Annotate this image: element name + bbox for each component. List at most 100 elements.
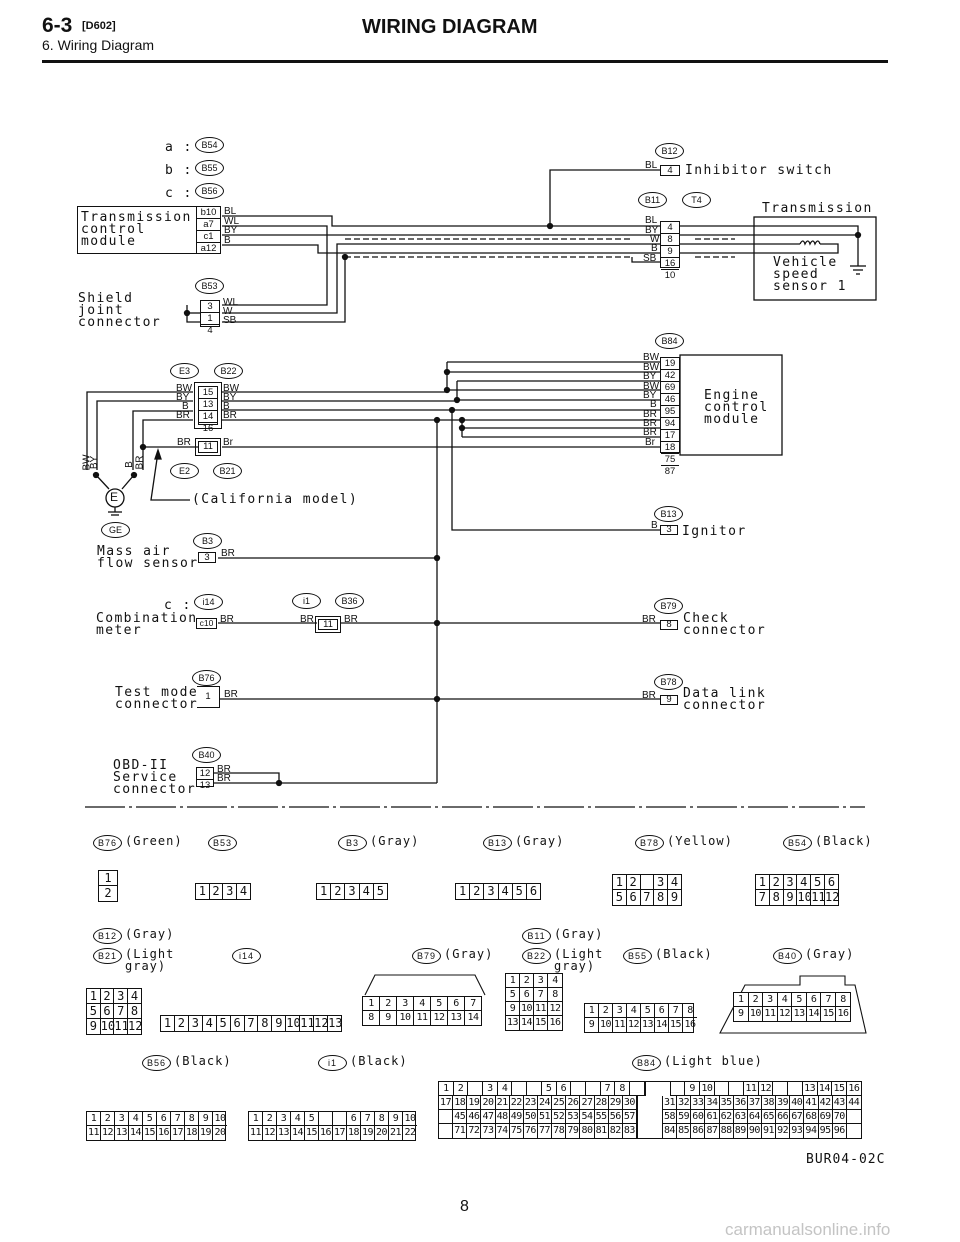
connector-pin [714, 1082, 730, 1096]
connector-pin: 10 [749, 1007, 764, 1021]
connector-pin: 3 [654, 875, 668, 890]
connector-ref: T4 [682, 192, 711, 208]
connector-pin: 2 [175, 1016, 189, 1031]
connector-pin: 7 [756, 890, 770, 905]
watermark: carmanualsonline.info [725, 1220, 891, 1239]
connector-pin: 75 [510, 1124, 524, 1138]
connector-pin: 6 [627, 890, 641, 905]
pin: 18 [661, 442, 679, 454]
connector-pin: 9 [784, 890, 798, 905]
connector-color: (Gray) [554, 927, 604, 941]
connector-pin: 14 [129, 1126, 143, 1140]
pin: 14 [199, 411, 217, 423]
section-subtitle: 6. Wiring Diagram [42, 37, 155, 53]
connector-pin: 11 [300, 1016, 315, 1031]
pin: 16 [661, 258, 679, 270]
pin: 17 [661, 430, 679, 442]
connector-gap [636, 1110, 663, 1124]
pin: c1 [197, 231, 220, 243]
legend-title: B22(Light gray) [522, 948, 614, 972]
speed-sensor-label: sensor 1 [773, 279, 847, 294]
connector-pin: 2 [380, 997, 397, 1011]
connector-pin: 6 [806, 993, 822, 1007]
connector-ref: B36 [335, 593, 364, 609]
shield-label: connector [78, 315, 162, 330]
connector-pin: 4 [360, 884, 374, 899]
connector-pin: 12 [824, 890, 840, 904]
connector-ref: B78 [635, 835, 664, 851]
connector-pin: 8 [375, 1112, 389, 1126]
wire-color: BR [221, 548, 235, 559]
connector-pin: 38 [761, 1096, 777, 1110]
connector-pin: 9 [734, 1007, 749, 1021]
connector-pin: 16 [319, 1126, 333, 1140]
pin: c10 [196, 618, 217, 629]
connector-ref: B56 [195, 183, 224, 199]
connector-gap [644, 1082, 671, 1096]
connector-pin: 2 [769, 875, 784, 890]
tcm-ref-b-letter: b : [165, 163, 193, 178]
connector-pin: 7 [361, 1112, 375, 1126]
shield-label: joint [78, 303, 125, 318]
connector-pin: 5 [541, 1082, 557, 1096]
speed-sensor-label: speed [773, 267, 820, 282]
wire-color: BY [645, 225, 659, 236]
wire-color: BR [223, 410, 237, 421]
connector-pin: 10 [797, 890, 812, 905]
wire-color: BR [224, 689, 238, 700]
connector-pin: 1 [196, 884, 210, 899]
connector-pin: 4 [668, 875, 681, 890]
ecm-label: Engine [704, 388, 760, 403]
connector-pin: 14 [520, 1016, 534, 1030]
maf-label: flow sensor [97, 556, 199, 571]
connector-pin: 1 [734, 993, 749, 1007]
connector-pin: 94 [804, 1124, 819, 1138]
connector-pin: 21 [495, 1096, 510, 1110]
connector-color: (Light gray) [125, 947, 175, 973]
connector-ref: B53 [208, 835, 237, 851]
legend-title: B12(Gray) [93, 928, 174, 944]
connector-ref: B78 [654, 674, 683, 690]
pin: 4 [207, 325, 213, 336]
wire-color: B [650, 399, 657, 410]
connector-pin: 37 [747, 1096, 762, 1110]
connector-pin: 27 [580, 1096, 595, 1110]
connector-pin [571, 1082, 586, 1096]
connector-pin: 8 [363, 1011, 380, 1025]
connector-ref: B13 [483, 835, 512, 851]
connector-pin [468, 1082, 484, 1096]
connector-pin: 12 [627, 1018, 641, 1032]
pin: 75 [661, 454, 679, 466]
legend-title: B54(Black) [783, 835, 873, 851]
ecm-label: control [704, 400, 769, 415]
connector-pin: 10 [700, 1082, 715, 1096]
connector-pin: 25 [552, 1096, 567, 1110]
connector-pin: 4 [291, 1112, 305, 1126]
connector-pin: 48 [495, 1110, 510, 1124]
connector-pin: 7 [600, 1082, 616, 1096]
connector-pin: 6 [100, 1004, 115, 1019]
connector-pin: 11 [114, 1019, 129, 1034]
connector-pin: 3 [534, 974, 548, 988]
connector-pin: 22 [509, 1096, 524, 1110]
tcm-ref-c-letter: c : [165, 186, 193, 201]
connector-ref: B76 [192, 670, 221, 686]
test-mode-label: connector [115, 697, 199, 712]
connector-pin: 4 [414, 997, 431, 1011]
connector-pin: 14 [817, 1082, 833, 1096]
connector-pin [640, 875, 655, 890]
section-number: 6-3 [42, 14, 73, 37]
connector-pin: 2 [101, 1112, 115, 1126]
pin: 13 [199, 399, 217, 411]
connector-pin: 1 [317, 884, 332, 899]
connector-pin [729, 1082, 745, 1096]
connector-pin: 32 [677, 1096, 692, 1110]
